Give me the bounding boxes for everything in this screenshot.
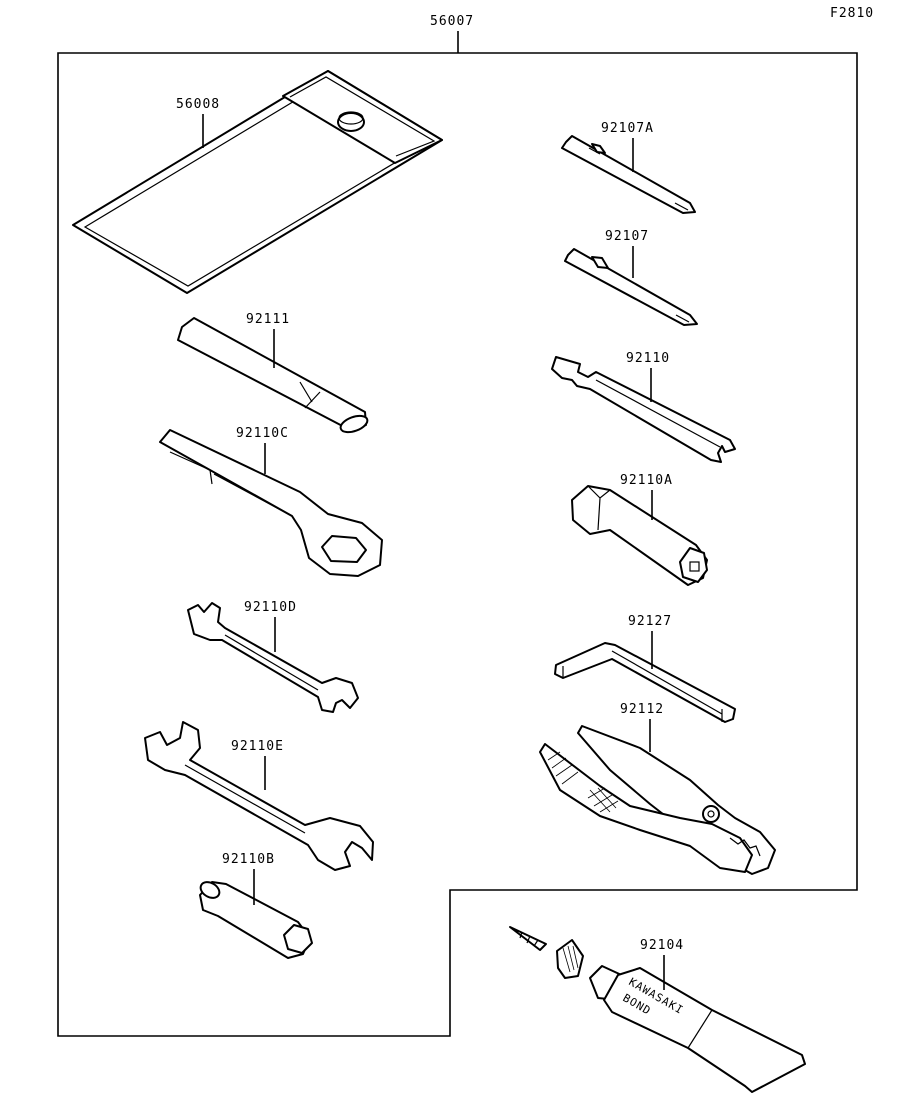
- label-92110d: 92110D: [244, 600, 297, 615]
- tool-pouch: [72, 70, 443, 294]
- label-92110a: 92110A: [620, 473, 673, 488]
- kawasaki-bond-tube: KAWASAKI BOND: [509, 926, 806, 1093]
- pliers: [539, 725, 776, 875]
- wrench-handle: [177, 317, 369, 434]
- spark-plug-socket: [571, 485, 708, 586]
- box-end-wrench: [159, 429, 383, 577]
- label-92110c: 92110C: [236, 426, 289, 441]
- label-92110: 92110: [626, 351, 670, 366]
- label-92110e: 92110E: [231, 739, 284, 754]
- label-92111: 92111: [246, 312, 290, 327]
- kit-outline: [57, 52, 858, 1037]
- socket-wrench-b: [199, 881, 313, 959]
- label-92107a: 92107A: [601, 121, 654, 136]
- label-56008: 56008: [176, 97, 220, 112]
- label-92104: 92104: [640, 938, 684, 953]
- hex-key: [554, 642, 736, 723]
- label-92110b: 92110B: [222, 852, 275, 867]
- label-56007: 56007: [430, 14, 474, 29]
- label-92127: 92127: [628, 614, 672, 629]
- label-92107: 92107: [605, 229, 649, 244]
- label-92112: 92112: [620, 702, 664, 717]
- open-end-wrench-e: [144, 721, 374, 871]
- screwdriver-bit-a: [561, 135, 696, 214]
- open-end-wrench-d: [187, 602, 359, 713]
- figure-code: F2810: [830, 6, 874, 21]
- double-end-spanner: [551, 356, 736, 463]
- screwdriver-bit: [564, 248, 698, 326]
